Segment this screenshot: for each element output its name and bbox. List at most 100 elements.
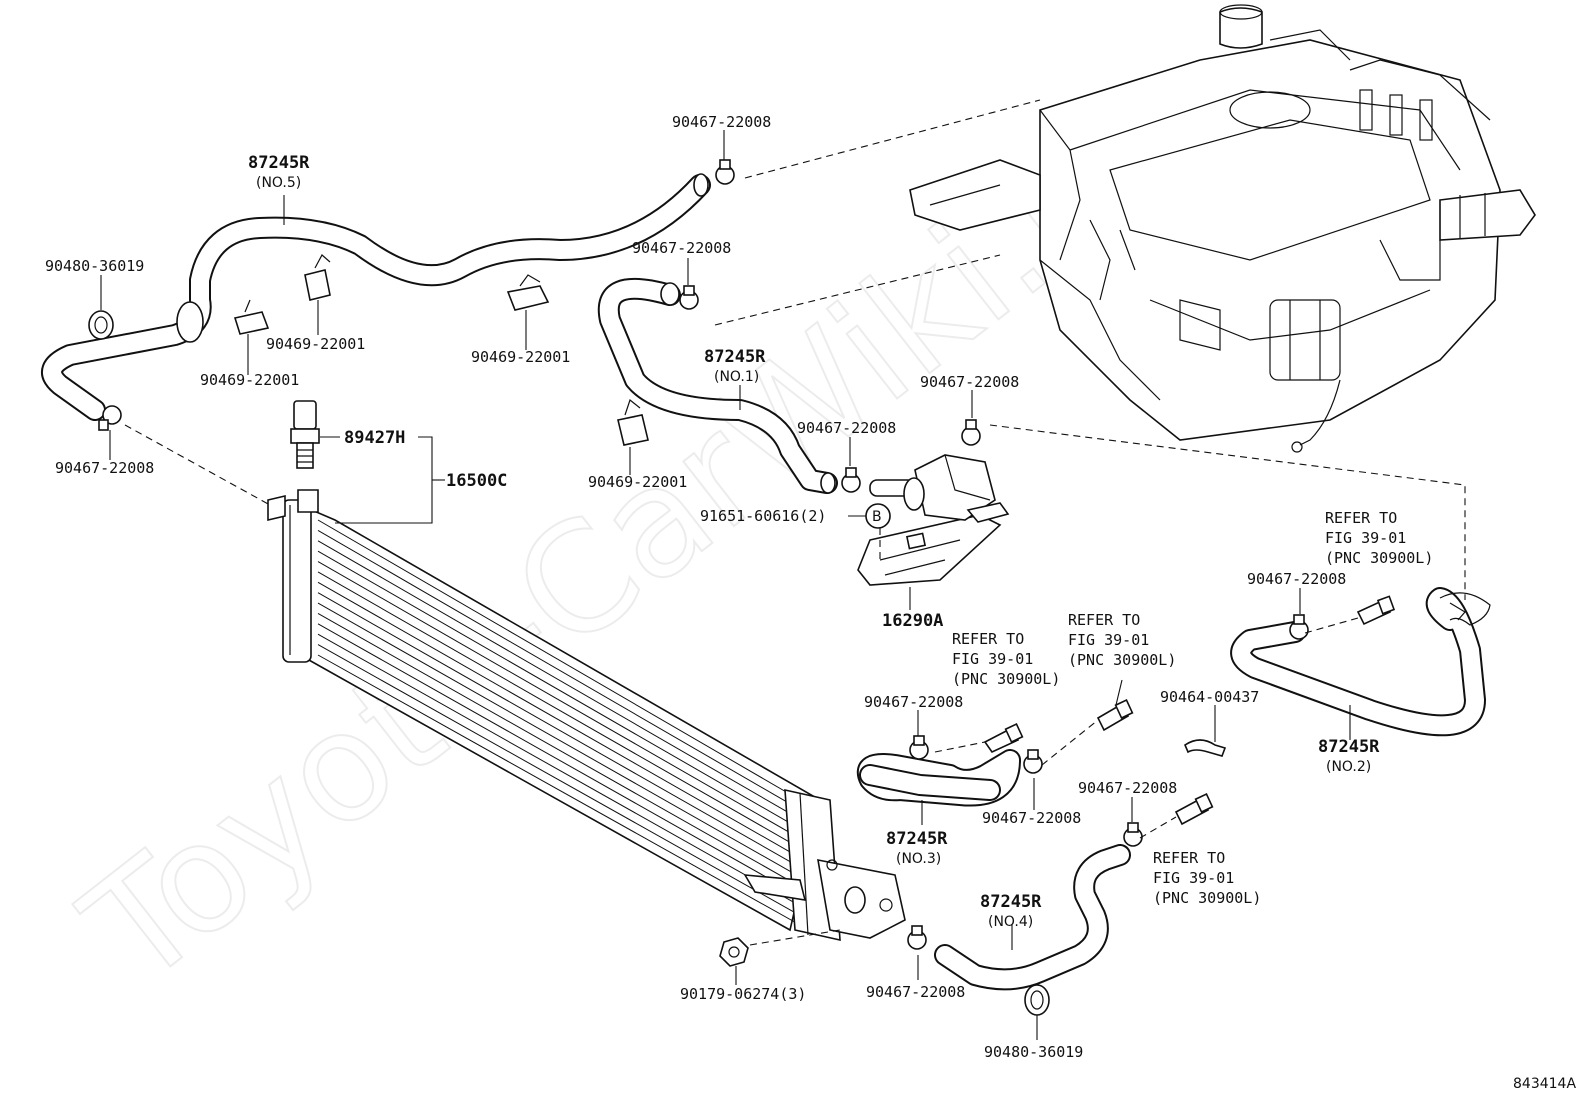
label-hose-no2-sub: (NO.2) <box>1326 759 1371 775</box>
svg-text:(PNC 30900L): (PNC 30900L) <box>1068 651 1176 669</box>
hose-no5 <box>41 173 711 421</box>
clip-hose3-left <box>909 735 929 760</box>
part-labels: 90467-22008 87245R (NO.5) 90480-36019 90… <box>45 113 1576 1092</box>
marker-b: B <box>865 503 891 529</box>
hose-no2 <box>1230 587 1491 737</box>
radiator-fin <box>317 654 801 926</box>
radiator-fin <box>317 571 801 849</box>
label-pump-bolt: 91651-60616(2) <box>700 507 826 525</box>
label-hose-no1-sub: (NO.1) <box>714 369 759 385</box>
svg-text:REFER TO: REFER TO <box>952 630 1024 648</box>
grommet-bottom <box>1024 984 1050 1016</box>
hose-clamps <box>233 254 649 446</box>
clip-right-hose2 <box>1289 614 1309 640</box>
label-hose-no3-sub: (NO.3) <box>896 851 941 867</box>
label-clip-hose4-right: 90467-22008 <box>1078 779 1177 797</box>
fitting-right-upper <box>1356 595 1396 626</box>
fitting-hose3-a <box>983 723 1024 754</box>
engine-assembly <box>909 4 1536 453</box>
temp-sensor <box>290 400 320 469</box>
grommet-top <box>88 310 114 340</box>
clip-pump-right <box>961 419 981 446</box>
svg-text:(PNC 30900L): (PNC 30900L) <box>1325 549 1433 567</box>
radiator-fin <box>317 602 801 878</box>
fitting-hose4 <box>1174 793 1214 826</box>
pipe-fittings <box>983 595 1396 826</box>
svg-text:FIG 39-01: FIG 39-01 <box>1325 529 1406 547</box>
label-clip-top-center: 90467-22008 <box>672 113 771 131</box>
radiator-fin <box>317 540 801 820</box>
hose-no3 <box>856 749 1021 807</box>
radiator-fin <box>317 561 801 839</box>
clip-left <box>98 405 122 431</box>
label-clip-right-hose2: 90467-22008 <box>1247 570 1346 588</box>
fitting-hose3-b <box>1096 699 1134 732</box>
radiator-fin <box>317 519 801 801</box>
connection-lines <box>124 99 1466 946</box>
clip-hose3-right <box>1023 749 1043 774</box>
label-clip-mid-upper: 90467-22008 <box>632 239 731 257</box>
svg-text:(PNC 30900L): (PNC 30900L) <box>1153 889 1261 907</box>
svg-text:REFER TO: REFER TO <box>1068 611 1140 629</box>
clamp-d <box>617 398 649 446</box>
water-pump-assembly <box>857 454 1010 586</box>
label-grommet-top: 90480-36019 <box>45 257 144 275</box>
svg-text:B: B <box>872 509 882 525</box>
clip-hose4-right <box>1123 822 1143 847</box>
label-clip-hose3-right: 90467-22008 <box>982 809 1081 827</box>
label-clamp-b: 90469-22001 <box>200 371 299 389</box>
label-clamp-d: 90469-22001 <box>588 473 687 491</box>
radiator-fin <box>317 581 801 859</box>
label-clamp-c: 90469-22001 <box>471 348 570 366</box>
label-radiator: 16500C <box>446 471 507 491</box>
clamp-b <box>233 299 270 335</box>
label-hose-no3: 87245R <box>886 829 948 849</box>
hose-no4 <box>934 844 1131 991</box>
refer-note-3: REFER TO FIG 39-01 (PNC 30900L) <box>952 630 1060 688</box>
label-hose-no4-sub: (NO.4) <box>988 914 1033 930</box>
label-sensor: 89427H <box>344 428 405 448</box>
label-pump: 16290A <box>882 611 943 631</box>
label-small-clip: 90464-00437 <box>1160 688 1259 706</box>
svg-text:FIG 39-01: FIG 39-01 <box>1153 869 1234 887</box>
svg-text:FIG 39-01: FIG 39-01 <box>952 650 1033 668</box>
clamp-c <box>506 274 550 311</box>
label-clamp-a: 90469-22001 <box>266 335 365 353</box>
refer-note-1: REFER TO FIG 39-01 (PNC 30900L) <box>1325 509 1433 567</box>
radiator-fin <box>317 644 801 916</box>
svg-text:(PNC 30900L): (PNC 30900L) <box>952 670 1060 688</box>
radiator-fin <box>317 529 801 811</box>
clip-pump-left <box>841 467 861 493</box>
label-hose-no4: 87245R <box>980 892 1042 912</box>
mount-nut <box>719 937 749 967</box>
radiator-fin <box>317 592 801 868</box>
refer-note-2: REFER TO FIG 39-01 (PNC 30900L) <box>1068 611 1176 669</box>
clip-top-center <box>715 159 735 185</box>
clip-hose4-left <box>907 925 927 950</box>
label-hose-no5: 87245R <box>248 153 310 173</box>
leader-lines <box>100 130 1351 1040</box>
svg-text:REFER TO: REFER TO <box>1153 849 1225 867</box>
label-hose-no2: 87245R <box>1318 737 1380 757</box>
label-nut: 90179-06274(3) <box>680 985 806 1003</box>
svg-text:FIG 39-01: FIG 39-01 <box>1068 631 1149 649</box>
svg-text:REFER TO: REFER TO <box>1325 509 1397 527</box>
clip-mid-upper <box>679 285 699 310</box>
label-clip-hose4-left: 90467-22008 <box>866 983 965 1001</box>
small-clip <box>1184 739 1227 757</box>
radiator-fin <box>317 613 801 887</box>
label-clip-pump-left: 90467-22008 <box>797 419 896 437</box>
hose-clips <box>98 159 1309 950</box>
radiator-fin <box>317 623 801 897</box>
diagram-code: 843414A <box>1513 1076 1576 1092</box>
refer-note-4: REFER TO FIG 39-01 (PNC 30900L) <box>1153 849 1261 907</box>
label-clip-left: 90467-22008 <box>55 459 154 477</box>
radiator-fin <box>317 633 801 907</box>
clamp-a <box>304 254 331 301</box>
label-clip-hose3-left: 90467-22008 <box>864 693 963 711</box>
radiator-fin <box>317 550 801 830</box>
label-hose-no1: 87245R <box>704 347 766 367</box>
label-grommet-bottom: 90480-36019 <box>984 1043 1083 1061</box>
radiator-core <box>267 489 906 942</box>
